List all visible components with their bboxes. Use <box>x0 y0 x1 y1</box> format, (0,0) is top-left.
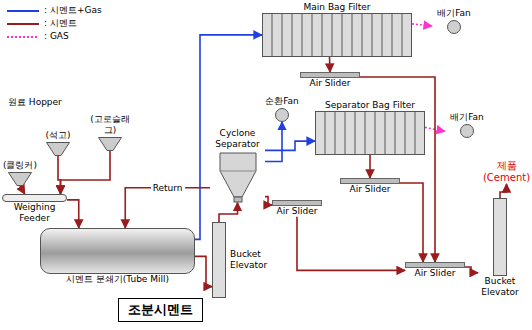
flow-line <box>500 184 507 198</box>
legend-line-sample <box>6 20 40 28</box>
product-label: 제품 (Cement) <box>482 160 531 184</box>
weighing-feeder: Weighing Feeder <box>2 194 67 224</box>
exhaust-fan: 배기Fan <box>432 8 476 34</box>
flow-line <box>265 141 315 150</box>
cyclone-separator: Cyclone Separator <box>210 128 265 203</box>
legend-line-sample <box>6 33 40 41</box>
node-label: Air Slider <box>405 268 465 279</box>
flow-line <box>297 217 405 271</box>
bag-filter-body <box>262 13 412 57</box>
bag-filter-body <box>315 111 425 155</box>
air-slider: Air Slider <box>405 262 465 279</box>
raw-hopper: (고로슬래그) <box>85 114 135 151</box>
flow-line <box>465 267 478 273</box>
node-label: 배기Fan <box>432 8 476 19</box>
legend-text: : 시멘트 <box>44 18 77 29</box>
air-slider: Air Slider <box>272 200 322 217</box>
node-label: Air Slider <box>300 78 360 89</box>
flow-line <box>329 57 331 72</box>
flow-line <box>265 122 282 162</box>
node-label: (석고) <box>42 130 74 141</box>
node-label: 제품 (Cement) <box>482 160 531 184</box>
air-slider-bar <box>300 72 360 78</box>
flow-line <box>20 186 25 194</box>
legend-text: : 시멘트+Gas <box>44 5 102 16</box>
raw-hopper: (석고) <box>42 130 74 156</box>
fan-symbol <box>275 108 289 122</box>
callout-box: 조분시멘트 <box>118 298 203 322</box>
flow-line <box>125 188 210 228</box>
node-label: 조분시멘트 <box>128 302 193 318</box>
node-label: (고로슬래그) <box>85 114 135 136</box>
air-slider-bar <box>405 262 465 268</box>
node-label: Cyclone Separator <box>210 128 265 150</box>
hopper-symbol <box>98 137 122 151</box>
mill-drum <box>40 228 195 274</box>
legend-line-sample <box>6 7 40 15</box>
legend-text: : GAS <box>44 31 69 42</box>
node-label: Separator Bag Filter <box>315 100 425 111</box>
node-label: 배기Fan <box>445 112 489 123</box>
bucket-elevator: Bucket Elevator <box>212 222 270 298</box>
flow-line <box>195 256 212 286</box>
air-slider: Air Slider <box>300 72 360 89</box>
node-label: Air Slider <box>272 206 322 217</box>
air-slider-bar <box>272 200 322 206</box>
elevator-casing <box>212 222 226 298</box>
fan-symbol <box>447 20 461 34</box>
raw-hopper: (클링커) <box>2 160 38 186</box>
elevator-casing <box>493 198 507 276</box>
node-label: Bucket Elevator <box>230 249 270 271</box>
flow-line <box>400 183 423 262</box>
exhaust-fan: 배기Fan <box>445 112 489 138</box>
circulation-fan: 순환Fan <box>262 96 302 122</box>
node-label: 순환Fan <box>262 96 302 107</box>
fan-symbol <box>460 124 474 138</box>
edge-label: Return <box>151 183 185 193</box>
legend-row: : 시멘트 <box>6 17 102 30</box>
legend: : 시멘트+Gas : 시멘트 : GAS <box>6 4 102 43</box>
bucket-elevator: Bucket Elevator <box>478 198 522 298</box>
flow-line <box>369 155 371 178</box>
hopper-symbol <box>46 142 70 156</box>
node-label: Weighing Feeder <box>2 202 67 224</box>
hopper-symbol <box>8 172 32 186</box>
group-label: 원료 Hopper <box>8 96 62 109</box>
node-label: (클링커) <box>2 160 38 171</box>
legend-row: : 시멘트+Gas <box>6 4 102 17</box>
flow-line <box>58 156 61 194</box>
node-label: Air Slider <box>340 184 400 195</box>
flow-line <box>219 203 238 222</box>
air-slider-bar <box>340 178 400 184</box>
node-label: Bucket Elevator <box>478 276 522 298</box>
conveyor-belt <box>2 194 67 202</box>
air-slider: Air Slider <box>340 178 400 195</box>
flow-line <box>412 24 432 26</box>
flow-line <box>265 197 272 205</box>
legend-row: : GAS <box>6 30 102 43</box>
tube-mill: 시멘트 분쇄기(Tube Mill) <box>40 228 195 285</box>
flow-line <box>67 200 79 228</box>
bag-filter: Main Bag Filter <box>262 2 412 57</box>
flow-line <box>61 151 111 194</box>
node-label: 시멘트 분쇄기(Tube Mill) <box>40 274 195 285</box>
node-label: Main Bag Filter <box>262 2 412 13</box>
bag-filter: Separator Bag Filter <box>315 100 425 155</box>
cyclone-body <box>216 151 260 203</box>
